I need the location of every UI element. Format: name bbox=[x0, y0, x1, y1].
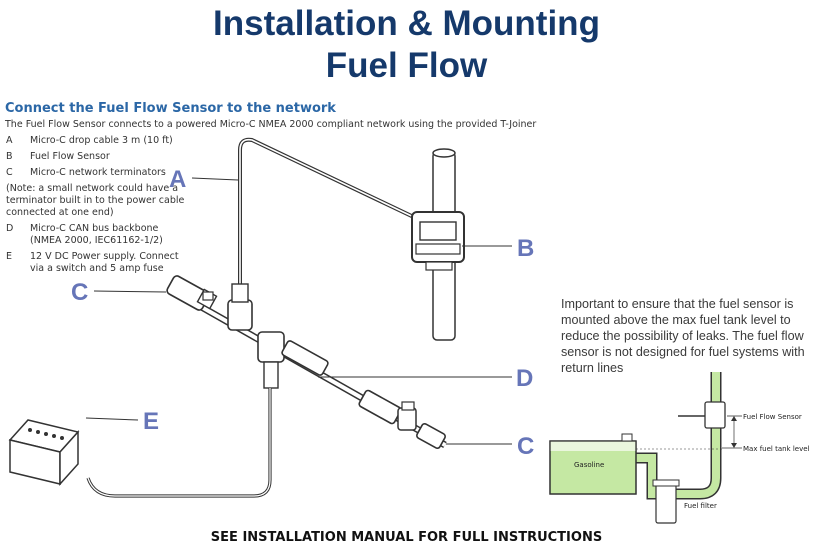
drop-cable-a bbox=[238, 137, 421, 285]
legend-item-d: D Micro-C CAN bus backbone (NMEA 2000, I… bbox=[6, 223, 191, 247]
battery bbox=[8, 419, 80, 486]
label-fuel-filter: Fuel filter bbox=[684, 502, 717, 510]
t-joiner-a bbox=[227, 283, 253, 331]
legend-key: E bbox=[6, 251, 13, 262]
section-heading: Connect the Fuel Flow Sensor to the netw… bbox=[5, 101, 336, 116]
page-title-line-2: Fuel Flow bbox=[325, 46, 488, 85]
legend-key: B bbox=[6, 151, 13, 162]
callout-b: B bbox=[517, 235, 534, 262]
callout-e: E bbox=[143, 408, 159, 435]
section-subheading: The Fuel Flow Sensor connects to a power… bbox=[5, 119, 537, 130]
legend-text: 12 V DC Power supply. Connect via a swit… bbox=[30, 251, 179, 274]
legend-item-b: B Fuel Flow Sensor bbox=[6, 151, 191, 163]
legend-item-a: A Micro-C drop cable 3 m (10 ft) bbox=[6, 135, 191, 147]
fuel-flow-sensor bbox=[411, 211, 465, 271]
label-gasoline: Gasoline bbox=[574, 461, 604, 469]
page-title-line-1: Installation & Mounting bbox=[213, 4, 600, 43]
legend-key: C bbox=[6, 167, 13, 178]
small-fuel-diagram: Fuel Flow Sensor Max fuel tank level Gas… bbox=[549, 372, 810, 524]
t-joiner-power bbox=[257, 331, 285, 389]
power-cable-e bbox=[86, 388, 272, 498]
callout-d: D bbox=[516, 365, 533, 392]
legend-key: D bbox=[6, 223, 14, 234]
legend-item-e: E 12 V DC Power supply. Connect via a sw… bbox=[6, 251, 191, 275]
legend-note: (Note: a small network could have a term… bbox=[6, 183, 185, 218]
legend-text: Micro-C CAN bus backbone (NMEA 2000, IEC… bbox=[30, 223, 163, 246]
legend-text: Micro-C network terminators bbox=[30, 167, 166, 178]
connector-left bbox=[166, 275, 218, 311]
label-max-fuel-level: Max fuel tank level bbox=[743, 445, 810, 453]
footer-instructions: SEE INSTALLATION MANUAL FOR FULL INSTRUC… bbox=[210, 530, 603, 545]
legend-list: A Micro-C drop cable 3 m (10 ft) B Fuel … bbox=[6, 135, 191, 279]
connector-mid bbox=[281, 340, 329, 376]
legend-key: A bbox=[6, 135, 13, 146]
callout-c-left: C bbox=[71, 279, 88, 306]
label-fuel-flow-sensor: Fuel Flow Sensor bbox=[743, 413, 802, 421]
callout-a: A bbox=[169, 166, 186, 193]
legend-text: Fuel Flow Sensor bbox=[30, 151, 110, 162]
callout-c-right: C bbox=[517, 433, 534, 460]
important-note: Important to ensure that the fuel sensor… bbox=[561, 297, 805, 375]
legend-item-c: C Micro-C network terminators bbox=[6, 167, 191, 179]
connector-right bbox=[358, 389, 446, 450]
legend-text: Micro-C drop cable 3 m (10 ft) bbox=[30, 135, 173, 146]
